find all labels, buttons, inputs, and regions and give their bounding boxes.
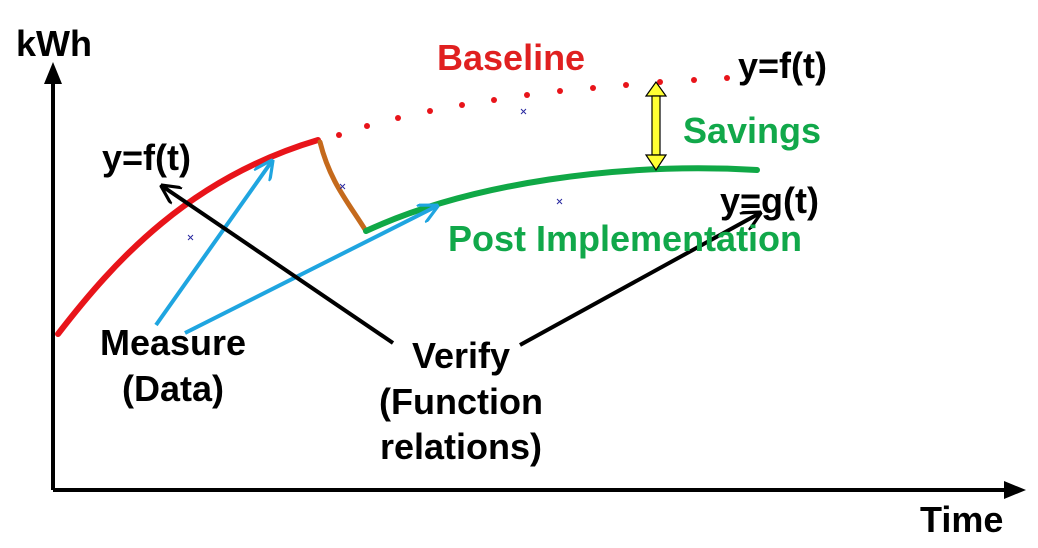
measured-function-label: y=f(t) — [102, 137, 191, 178]
measure-arrows — [154, 161, 437, 335]
baseline-dot — [395, 115, 401, 121]
savings-label: Savings — [683, 110, 821, 151]
baseline-dot — [364, 123, 370, 129]
baseline-dot — [657, 79, 663, 85]
data-marker — [187, 234, 194, 241]
baseline-dot — [724, 75, 730, 81]
data-marker — [556, 198, 563, 205]
measure-arrow-to-post — [184, 206, 437, 335]
post-implementation-curve — [363, 165, 760, 234]
baseline-dot — [590, 85, 596, 91]
verify-label-line1: Verify — [412, 335, 510, 376]
verify-arrow-to-baseline-function — [162, 186, 395, 345]
baseline-dot — [336, 132, 342, 138]
baseline-label: Baseline — [437, 37, 585, 78]
baseline-dot — [427, 108, 433, 114]
measure-arrow-to-baseline — [154, 161, 272, 327]
baseline-function-label: y=f(t) — [738, 45, 827, 86]
data-markers — [187, 108, 563, 241]
baseline-dot — [491, 97, 497, 103]
axes: kWh Time — [16, 23, 1026, 540]
post-implementation-label: Post Implementation — [448, 218, 802, 259]
baseline-dot — [459, 102, 465, 108]
verify-label-line3: relations) — [380, 426, 542, 467]
transition-curve — [317, 139, 369, 234]
savings-arrow-top-head — [644, 80, 668, 97]
y-axis-arrowhead — [44, 62, 62, 84]
data-marker — [520, 108, 527, 115]
x-axis-arrowhead — [1004, 481, 1026, 499]
data-marker — [339, 183, 346, 190]
baseline-dot — [524, 92, 530, 98]
verify-arrows — [162, 186, 760, 347]
verify-arrow-to-post-function — [519, 213, 760, 347]
baseline-dot — [623, 82, 629, 88]
savings-arrow-shaft — [651, 95, 661, 156]
baseline-projected-dots — [336, 75, 730, 138]
y-axis-label: kWh — [16, 23, 92, 64]
baseline-dot — [691, 77, 697, 83]
post-function-label: y=g(t) — [720, 180, 819, 221]
verify-label-line2: (Function — [379, 381, 543, 422]
savings-arrow — [644, 80, 668, 172]
savings-arrow-bottom-head — [644, 154, 668, 172]
baseline-dot — [557, 88, 563, 94]
x-axis-label: Time — [920, 499, 1003, 540]
measure-label-line2: (Data) — [122, 368, 224, 409]
measure-label-line1: Measure — [100, 322, 246, 363]
